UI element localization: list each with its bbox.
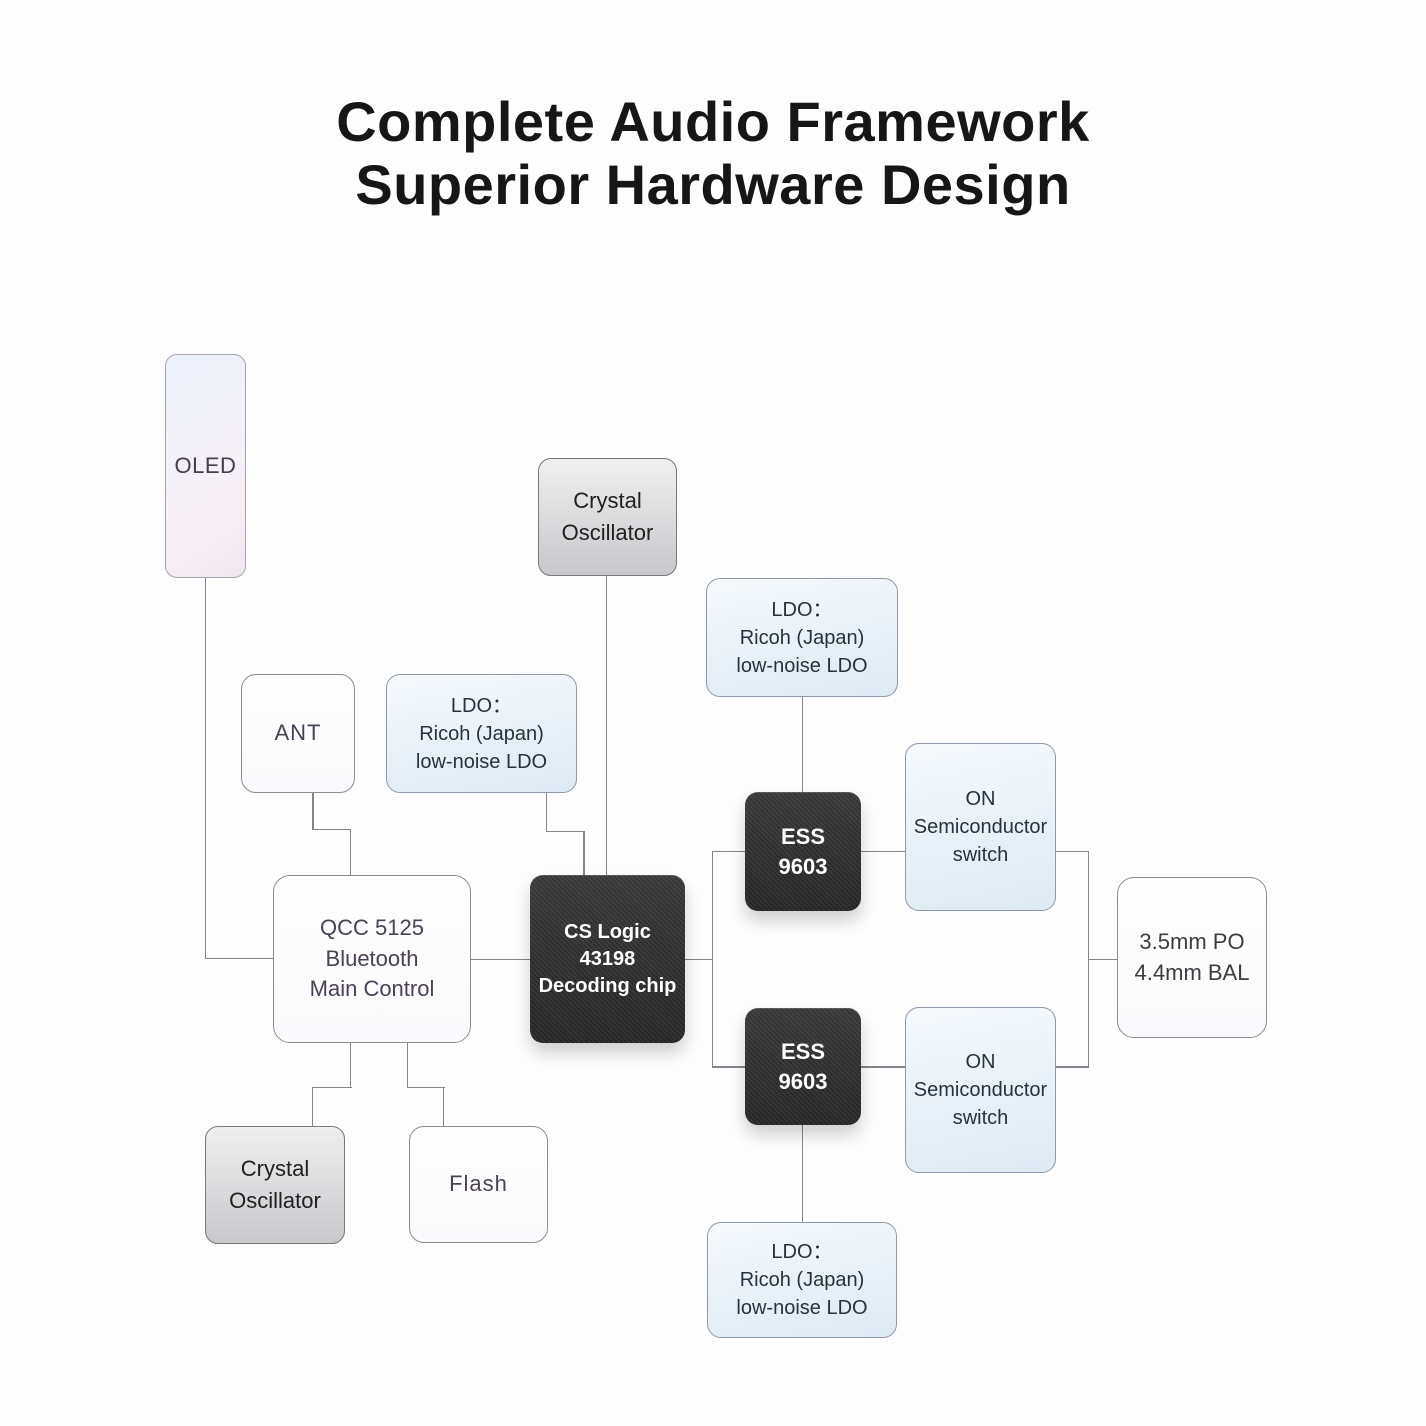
node-cs-logic-label: CS Logic 43198 Decoding chip <box>538 920 677 997</box>
connector-oled-to-qcc <box>204 957 274 959</box>
node-ldo-bottom-label: LDO： Ricoh (Japan) low-noise LDO <box>736 1241 868 1319</box>
node-flash: Flash <box>409 1126 548 1243</box>
connector-cs-split-vertical <box>711 850 713 1068</box>
connector-switch-bottom-out <box>1056 1066 1089 1068</box>
connector-ldo-left-down <box>545 793 547 832</box>
node-ess-9603-bottom: ESS 9603 <box>745 1008 861 1125</box>
node-ldo-top: LDO： Ricoh (Japan) low-noise LDO <box>706 578 898 697</box>
node-ant-label: ANT <box>274 720 322 746</box>
connector-flash-step <box>406 1086 445 1088</box>
title-line-1: Complete Audio Framework <box>336 90 1090 153</box>
node-output-jacks-label: 3.5mm PO 4.4mm BAL <box>1134 928 1250 985</box>
node-ldo-left-label: LDO： Ricoh (Japan) low-noise LDO <box>415 694 548 773</box>
connector-cs-out <box>685 958 713 960</box>
connector-ess-bottom-to-ldo <box>801 1125 803 1222</box>
connector-crystal-top-to-cs <box>605 576 607 876</box>
connector-ldo-left-step <box>545 830 585 832</box>
diagram-title: Complete Audio Framework Superior Hardwa… <box>0 90 1426 216</box>
connector-crystal-bottom-step <box>311 1086 352 1088</box>
connector-ldo-top-to-ess-top <box>801 697 803 792</box>
connector-switch-top-out <box>1056 850 1089 852</box>
connector-to-crystal-bottom <box>311 1086 313 1127</box>
node-crystal-oscillator-top-label: Crystal Oscillator <box>561 488 654 545</box>
node-ldo-top-label: LDO： Ricoh (Japan) low-noise LDO <box>736 598 868 677</box>
node-ant: ANT <box>241 674 355 793</box>
connector-qcc-to-cs <box>471 958 530 960</box>
connector-oled-down <box>204 578 206 959</box>
node-crystal-oscillator-bottom: Crystal Oscillator <box>205 1126 345 1244</box>
connector-qcc-down-left <box>349 1043 351 1088</box>
connector-merge-to-output <box>1087 958 1118 960</box>
connector-ant-to-qcc <box>349 828 351 876</box>
title-line-2: Superior Hardware Design <box>355 153 1071 216</box>
node-cs-logic-decoding-chip: CS Logic 43198 Decoding chip <box>530 875 685 1043</box>
connector-ant-down <box>312 793 314 830</box>
connector-split-to-ess-bottom <box>711 1066 746 1068</box>
connector-ant-step <box>312 828 351 830</box>
connector-ess-top-to-switch <box>861 850 905 852</box>
node-on-switch-bottom-label: ON Semiconductor switch <box>913 1051 1048 1129</box>
node-oled-label: OLED <box>174 453 237 478</box>
node-qcc-5125-label: QCC 5125 Bluetooth Main Control <box>309 914 435 1002</box>
node-crystal-oscillator-bottom-label: Crystal Oscillator <box>229 1156 321 1213</box>
node-qcc-5125-main-control: QCC 5125 Bluetooth Main Control <box>273 875 471 1043</box>
node-flash-label: Flash <box>449 1171 508 1197</box>
connector-to-flash <box>442 1086 444 1127</box>
node-oled: OLED <box>165 354 246 578</box>
connector-ldo-left-to-cs <box>583 830 585 876</box>
node-ess-9603-top: ESS 9603 <box>745 792 861 911</box>
connector-ess-bottom-to-switch <box>861 1066 905 1068</box>
node-ess-9603-bottom-label: ESS 9603 <box>778 1038 828 1094</box>
node-ldo-bottom: LDO： Ricoh (Japan) low-noise LDO <box>707 1222 897 1338</box>
node-output-jacks: 3.5mm PO 4.4mm BAL <box>1117 877 1267 1038</box>
node-on-semiconductor-switch-bottom: ON Semiconductor switch <box>905 1007 1056 1173</box>
node-on-switch-top-label: ON Semiconductor switch <box>913 788 1048 866</box>
node-on-semiconductor-switch-top: ON Semiconductor switch <box>905 743 1056 911</box>
connector-split-to-ess-top <box>711 850 746 852</box>
node-ldo-left: LDO： Ricoh (Japan) low-noise LDO <box>386 674 577 793</box>
connector-qcc-down-right <box>406 1043 408 1088</box>
node-crystal-oscillator-top: Crystal Oscillator <box>538 458 677 576</box>
node-ess-9603-top-label: ESS 9603 <box>778 823 828 879</box>
